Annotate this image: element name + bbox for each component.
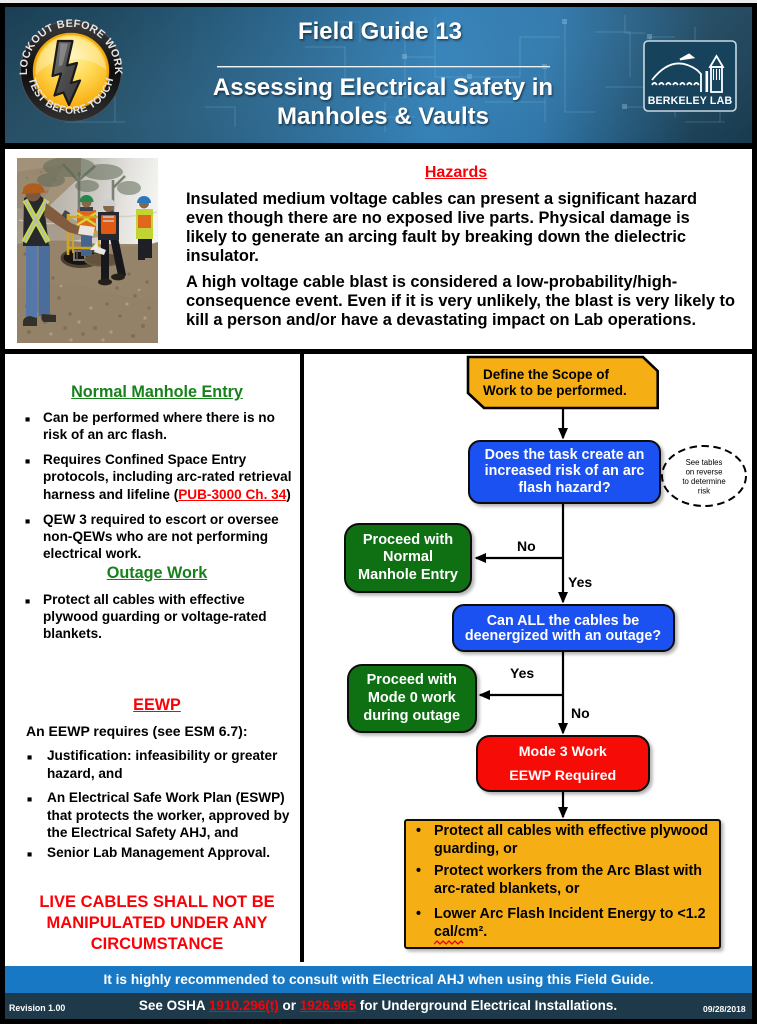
svg-text:Yes: Yes [510,665,534,681]
svg-text:on reverse: on reverse [686,468,723,477]
svg-text:No: No [571,705,590,721]
svg-text:to determine: to determine [682,477,725,486]
svg-text:Yes: Yes [568,574,592,590]
svg-text:risk: risk [698,487,710,496]
svg-text:BERKELEY LAB: BERKELEY LAB [648,95,733,107]
svg-text:No: No [517,538,536,554]
svg-text:See tables: See tables [686,458,723,467]
